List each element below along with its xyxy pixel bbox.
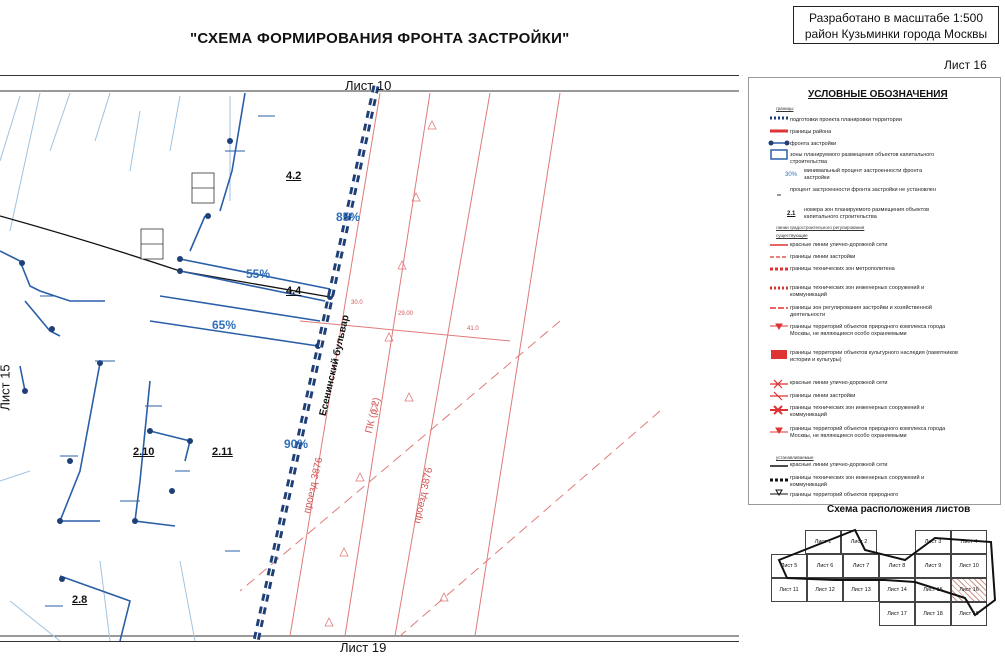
scheme-cell[interactable]: Лист 18 bbox=[915, 602, 951, 626]
legend-item-district-boundary: границы района bbox=[790, 129, 832, 135]
legend-head-boundaries: границы bbox=[776, 106, 794, 111]
dim-label-2: 29.00 bbox=[398, 311, 414, 317]
scheme-cell[interactable]: Лист 9 bbox=[915, 554, 951, 578]
zone-label-2-11: 2.11 bbox=[212, 446, 233, 458]
legend-head-existing: существующие bbox=[776, 233, 808, 238]
legend-item-engineering-zones-2: границы технических зон инженерных соору… bbox=[790, 405, 925, 418]
zone-label-2-10: 2.10 bbox=[133, 446, 155, 458]
legend-percent-sample: 30% bbox=[785, 172, 798, 178]
legend-item-nature-complex: границы территорий объектов природного к… bbox=[790, 324, 946, 337]
red-lines bbox=[289, 92, 561, 637]
legend-item-frontage: фронта застройки bbox=[790, 141, 837, 147]
legend-item-heritage: границы территории объектов культурного … bbox=[790, 350, 958, 363]
legend-symbols-3 bbox=[770, 465, 788, 496]
legend-item-engineering-zones: границы технических зон инженерных соору… bbox=[790, 285, 925, 298]
scheme-cell[interactable]: Лист 6 bbox=[807, 554, 843, 578]
scheme-cell[interactable]: Лист 7 bbox=[843, 554, 879, 578]
dim-label-3: 41.0 bbox=[467, 326, 479, 332]
legend-item-min-percent: минимальный процент застроенности фронта… bbox=[804, 168, 923, 181]
legend-item-building-lines: границы линии застройки bbox=[790, 254, 856, 260]
legend-item-red-lines-new: красные линии улично-дорожной сети bbox=[790, 462, 888, 468]
sheet-scheme: Лист 1 Лист 2 Лист 3 Лист 4 Лист 5 Лист … bbox=[765, 520, 1001, 630]
scheme-cell[interactable]: Лист 13 bbox=[843, 578, 879, 602]
percent-label-55: 55% bbox=[246, 267, 271, 281]
building-front-lines bbox=[0, 92, 331, 641]
development-info-box: Разработано в масштабе 1:500 район Кузьм… bbox=[793, 6, 999, 44]
legend-head-established: устанавливаемые bbox=[776, 455, 814, 460]
zone-label-2-8: 2.8 bbox=[72, 594, 88, 606]
scheme-cell[interactable]: Лист 10 bbox=[951, 554, 987, 578]
black-road-line bbox=[0, 215, 331, 298]
zone-label-4-2: 4.2 bbox=[286, 170, 302, 182]
map-area bbox=[0, 75, 739, 642]
legend-item-planning-boundary: подготовки проекта планировки территории bbox=[790, 117, 902, 123]
parcel-lines bbox=[0, 92, 231, 641]
district-text: район Кузьминки города Москвы bbox=[804, 27, 988, 41]
legend-item-red-lines-2: красные линии улично-дорожной сети bbox=[790, 380, 888, 386]
triangle-markers bbox=[324, 120, 449, 627]
front-nodes bbox=[19, 138, 333, 582]
percent-label-90: 90% bbox=[284, 437, 309, 451]
scheme-title: Схема расположения листов bbox=[827, 504, 971, 515]
legend-symbols-1 bbox=[768, 116, 790, 196]
legend-item-regulation-zones: границы зон регулирования застройки и хо… bbox=[790, 305, 932, 318]
legend-symbols-2 bbox=[770, 244, 788, 434]
scheme-cell[interactable]: Лист 15 bbox=[915, 578, 951, 602]
page-title: "СХЕМА ФОРМИРОВАНИЯ ФРОНТА ЗАСТРОЙКИ" bbox=[190, 30, 570, 47]
legend-item-zone-numbers: номера зон планируемого размещения объек… bbox=[804, 207, 930, 220]
percent-label-65: 65% bbox=[212, 318, 237, 332]
scheme-cell[interactable]: Лист 12 bbox=[807, 578, 843, 602]
short-dashes bbox=[40, 115, 275, 607]
legend-panel bbox=[748, 77, 1001, 505]
legend-item-nature-new: границы территорий объектов природного bbox=[790, 492, 899, 498]
legend-head-regulation: линии градостроительного регулирования bbox=[776, 225, 865, 230]
sheet-top-label[interactable]: Лист 10 bbox=[345, 78, 392, 93]
dashed-red-lines bbox=[239, 320, 661, 637]
legend-item-metro-zones: границы технических зон метрополитена bbox=[790, 266, 895, 272]
scheme-cell[interactable]: Лист 3 bbox=[915, 530, 951, 554]
legend-item-percent-not-set: процент застроенности фронта застройки н… bbox=[790, 187, 936, 193]
legend-title: УСЛОВНЫЕ ОБОЗНАЧЕНИЯ bbox=[808, 89, 948, 100]
scale-text: Разработано в масштабе 1:500 bbox=[808, 11, 984, 25]
legend-number-sample: 2.1 bbox=[787, 211, 796, 217]
scheme-cell-current[interactable]: Лист 16 bbox=[951, 578, 987, 602]
legend-item-nature-complex-2: границы территорий объектов природного к… bbox=[790, 426, 946, 439]
sheet-bottom-label[interactable]: Лист 19 bbox=[340, 640, 387, 655]
dim-label-1: 30.0 bbox=[351, 300, 363, 306]
frontage-line-inner bbox=[255, 85, 377, 641]
scheme-cell[interactable]: Лист 19 bbox=[951, 602, 987, 626]
legend-item-red-lines: красные линии улично-дорожной сети bbox=[790, 242, 888, 248]
legend-item-engineering-new: границы технических зон инженерных соору… bbox=[790, 475, 925, 488]
zone-label-4-4: 4.4 bbox=[286, 285, 302, 297]
scheme-cell[interactable]: Лист 17 bbox=[879, 602, 915, 626]
building-symbols bbox=[140, 172, 215, 260]
sheet-number: Лист 16 bbox=[944, 58, 987, 72]
map-svg bbox=[0, 85, 739, 641]
sheet-left-label[interactable]: Лист 15 bbox=[0, 364, 13, 411]
district-outline bbox=[777, 528, 997, 617]
scheme-cell[interactable]: Лист 2 bbox=[841, 530, 877, 554]
percent-label-85: 85% bbox=[336, 210, 361, 224]
legend-item-zones: зоны планируемого размещения объектов ка… bbox=[790, 152, 935, 165]
scheme-cell[interactable]: Лист 14 bbox=[879, 578, 915, 602]
legend-item-building-lines-2: границы линии застройки bbox=[790, 393, 856, 399]
scheme-cell[interactable]: Лист 5 bbox=[771, 554, 807, 578]
